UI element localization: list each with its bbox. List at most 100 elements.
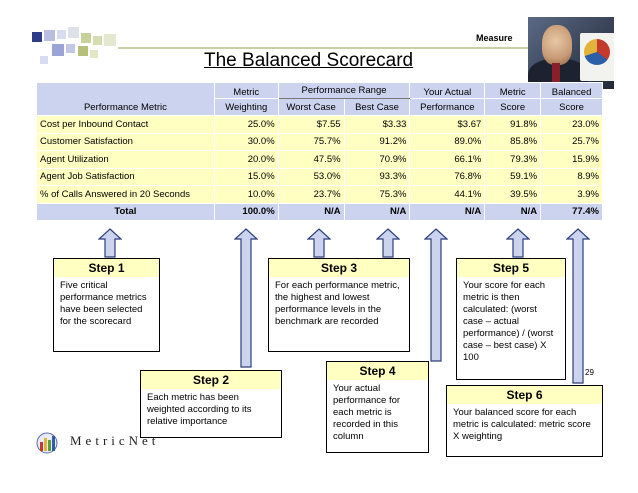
step-5-body: Your score for each metric is then calcu…: [463, 280, 554, 363]
cell-balanced: 15.9%: [540, 150, 603, 169]
cell-balanced: 23.0%: [540, 115, 603, 134]
decor-square: [66, 44, 75, 53]
step-6-body: Your balanced score for each metric is c…: [453, 407, 591, 442]
step-4-body: Your actual performance for each metric …: [333, 383, 401, 442]
decor-square: [78, 46, 88, 56]
step-3-title: Step 3: [269, 259, 409, 277]
cell-total-balanced: 77.4%: [540, 202, 603, 221]
cell-balanced: 3.9%: [540, 185, 603, 204]
cell-worst-case: $7.55: [277, 115, 345, 134]
cell-total-best: N/A: [343, 202, 411, 221]
measure-label: Measure: [476, 33, 513, 43]
header-balanced-line1: Balanced: [540, 82, 603, 99]
step-4-box: Step 4 Your actual performance for each …: [326, 361, 429, 453]
header-score-line2: Score: [484, 98, 542, 116]
header-row: Weighting Worst Case Best Case Performan…: [37, 98, 603, 116]
table-row: Cost per Inbound Contact 25.0% $7.55 $3.…: [36, 115, 603, 134]
cell-score: 39.5%: [484, 185, 542, 204]
step-2-box: Step 2 Each metric has been weighted acc…: [140, 370, 282, 438]
cell-weighting: 15.0%: [213, 167, 279, 186]
total-row: Total 100.0% N/A N/A N/A N/A 77.4%: [36, 202, 603, 221]
metricnet-logo-icon: [36, 432, 58, 454]
up-arrow-icon: [234, 228, 258, 368]
step-1-body: Five critical performance metrics have b…: [60, 280, 147, 327]
header-actual-line2: Performance: [409, 98, 486, 116]
cell-score: 91.8%: [484, 115, 542, 134]
cell-weighting: 30.0%: [213, 132, 279, 151]
step-1-title: Step 1: [54, 259, 159, 277]
decor-square: [52, 44, 64, 56]
step-2-title: Step 2: [141, 371, 281, 389]
header-best-case: Best Case: [343, 98, 411, 116]
header-row: Performance Metric Metric Performance Ra…: [36, 82, 603, 116]
cell-metric: Customer Satisfaction: [36, 132, 215, 151]
cell-best-case: $3.33: [343, 115, 411, 134]
header-balanced-line2: Score: [540, 98, 603, 116]
cell-best-case: 93.3%: [343, 167, 411, 186]
step-5-title: Step 5: [457, 259, 565, 277]
cell-metric: Agent Utilization: [36, 150, 215, 169]
cell-worst-case: 23.7%: [277, 185, 345, 204]
page-title: The Balanced Scorecard: [204, 50, 414, 71]
decor-square: [90, 50, 98, 58]
cell-metric: % of Calls Answered in 20 Seconds: [36, 185, 215, 204]
cell-best-case: 70.9%: [343, 150, 411, 169]
step-1-box: Step 1 Five critical performance metrics…: [53, 258, 160, 352]
step-6-title: Step 6: [447, 386, 602, 404]
cell-metric: Agent Job Satisfaction: [36, 167, 215, 186]
cell-metric: Cost per Inbound Contact: [36, 115, 215, 134]
up-arrow-icon: [424, 228, 448, 362]
decor-square: [81, 33, 91, 43]
step-5-box: Step 5 Your score for each metric is the…: [456, 258, 566, 380]
cell-score: 79.3%: [484, 150, 542, 169]
table-row: % of Calls Answered in 20 Seconds 10.0% …: [36, 185, 603, 204]
decor-square: [104, 34, 116, 46]
step-3-box: Step 3 For each performance metric, the …: [268, 258, 410, 352]
cell-best-case: 91.2%: [343, 132, 411, 151]
header-worst-case: Worst Case: [277, 98, 345, 116]
cell-total-label: Total: [36, 202, 215, 221]
up-arrow-icon: [566, 228, 590, 384]
cell-weighting: 10.0%: [213, 185, 279, 204]
cell-worst-case: 75.7%: [277, 132, 345, 151]
up-arrow-icon: [376, 228, 400, 258]
cell-worst-case: 53.0%: [277, 167, 345, 186]
cell-total-actual: N/A: [409, 202, 486, 221]
cell-actual: 76.8%: [409, 167, 486, 186]
decor-square: [32, 32, 42, 42]
step-2-body: Each metric has been weighted according …: [147, 392, 252, 427]
decor-square: [44, 30, 55, 41]
cell-score: 59.1%: [484, 167, 542, 186]
businessman-photo: [528, 17, 614, 89]
cell-total-score: N/A: [484, 202, 542, 221]
cell-best-case: 75.3%: [343, 185, 411, 204]
scorecard-table: Performance Metric Metric Performance Ra…: [36, 82, 603, 221]
cell-actual: 66.1%: [409, 150, 486, 169]
decor-square: [68, 27, 79, 38]
cell-actual: 44.1%: [409, 185, 486, 204]
step-6-box: Step 6 Your balanced score for each metr…: [446, 385, 603, 457]
header-metric: Performance Metric: [36, 82, 215, 116]
header-performance-range: Performance Range: [277, 82, 411, 99]
step-3-body: For each performance metric, the highest…: [275, 280, 400, 327]
decor-square: [40, 56, 48, 64]
cell-weighting: 20.0%: [213, 150, 279, 169]
cell-total-weighting: 100.0%: [213, 202, 279, 221]
header-divider: [118, 47, 536, 49]
cell-balanced: 25.7%: [540, 132, 603, 151]
up-arrow-icon: [307, 228, 331, 258]
up-arrow-icon: [506, 228, 530, 258]
decor-square: [57, 30, 66, 39]
header-score-line1: Metric: [484, 82, 542, 99]
cell-total-worst: N/A: [277, 202, 345, 221]
cell-actual: $3.67: [409, 115, 486, 134]
page-number: 29: [585, 368, 594, 377]
cell-balanced: 8.9%: [540, 167, 603, 186]
cell-actual: 89.0%: [409, 132, 486, 151]
step-4-title: Step 4: [327, 362, 428, 380]
table-row: Agent Utilization 20.0% 47.5% 70.9% 66.1…: [36, 150, 603, 169]
up-arrow-icon: [98, 228, 122, 258]
table-row: Agent Job Satisfaction 15.0% 53.0% 93.3%…: [36, 167, 603, 186]
cell-weighting: 25.0%: [213, 115, 279, 134]
header-actual-line1: Your Actual: [409, 82, 486, 99]
